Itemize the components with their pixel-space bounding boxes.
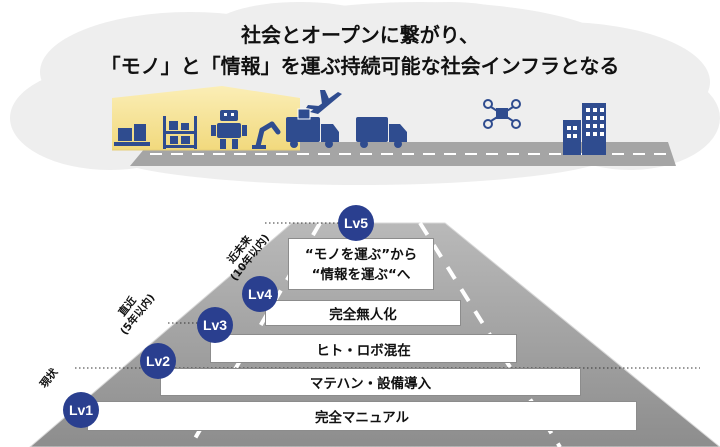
airplane-icon [306, 90, 342, 114]
lv5-badge: Lv5 [338, 205, 374, 241]
robot-arm-icon [252, 121, 281, 149]
level-4-label: 完全無人化 [265, 300, 461, 326]
warehouse-shelf-icon [163, 116, 197, 149]
level-1-label: 完全マニュアル [87, 401, 637, 431]
lv1-badge: Lv1 [63, 392, 99, 428]
truck-with-parcel-icon [286, 108, 339, 148]
drone-icon [483, 99, 521, 129]
level-2-label: マテハン・設備導入 [160, 368, 581, 396]
lv3-badge: Lv3 [197, 307, 233, 343]
level-3-label: ヒト・ロボ混在 [210, 334, 517, 363]
warehouse [112, 86, 300, 151]
level-5-label-line-2: “情報を運ぶ“へ [311, 267, 411, 283]
building-icon [563, 103, 606, 155]
headline-line-1: 社会とオープンに繋がり、 [241, 23, 479, 47]
robot-icon [211, 110, 247, 149]
boxes-on-pallet-icon [114, 124, 150, 146]
lv2-badge: Lv2 [140, 343, 176, 379]
truck-icon [356, 117, 407, 148]
lv4-badge: Lv4 [242, 276, 278, 312]
level-5-label-line-1: “モノを運ぶ”から [304, 247, 418, 263]
level-5-label: “モノを運ぶ”から “情報を運ぶ“へ [288, 238, 434, 290]
headline-line-2: 「モノ」と「情報」を運ぶ持続可能な社会インフラとなる [100, 54, 620, 78]
